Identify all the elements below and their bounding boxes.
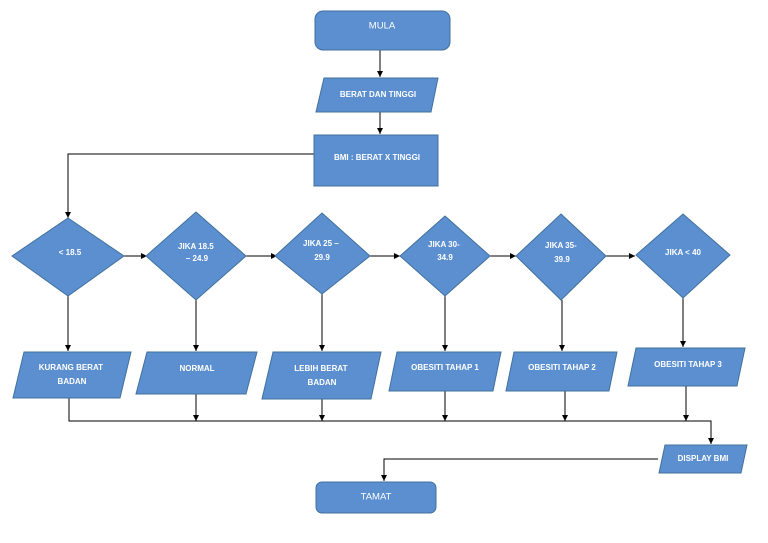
input-node: BERAT DAN TINGGI — [315, 77, 439, 113]
outcome-4-line-1: OBESITI TAHAP 1 — [411, 363, 479, 372]
edge-process-decision-1 — [65, 153, 314, 218]
decision-3-label: JIKA 25 – 29.9 — [303, 239, 341, 262]
outcome-2-label: NORMAL — [179, 364, 214, 373]
end-label: TAMAT — [361, 492, 392, 503]
outcome-5-label: OBESITI TAHAP 2 — [528, 363, 596, 372]
decision-5-line-1: JIKA 35- — [545, 241, 577, 250]
outcome-1-line-2: BADAN — [58, 377, 87, 386]
outcome-3: LEBIH BERAT BADAN — [261, 351, 382, 400]
decision-2-line-1: JIKA 18.5 — [178, 242, 214, 251]
decision-3-line-2: 29.9 — [314, 253, 330, 262]
outcome-4: OBESITI TAHAP 1 — [388, 351, 502, 392]
edges — [65, 50, 714, 481]
outcome-3-line-1: LEBIH BERAT — [294, 364, 347, 373]
outcome-4-label: OBESITI TAHAP 1 — [411, 363, 479, 372]
decision-5-label: JIKA 35- 39.9 — [545, 241, 579, 264]
decision-2-label: JIKA 18.5 – 24.9 — [178, 242, 216, 263]
edge-display-end — [381, 458, 658, 481]
outcome-2-line-1: NORMAL — [179, 364, 214, 373]
outcome-1-label: KURANG BERAT BADAN — [39, 363, 106, 386]
display-node: DISPLAY BMI — [658, 444, 748, 474]
outcome-1-line-1: KURANG BERAT — [39, 363, 103, 372]
end-node: TAMAT — [315, 481, 437, 514]
decision-3: JIKA 25 – 29.9 — [274, 212, 371, 295]
input-label: BERAT DAN TINGGI — [340, 90, 416, 99]
process-node: BMI : BERAT X TINGGI — [313, 134, 439, 187]
decision-4: JIKA 30- 34.9 — [399, 215, 491, 297]
decision-6-label: JIKA < 40 — [665, 248, 701, 257]
outcome-3-label: LEBIH BERAT BADAN — [294, 364, 349, 387]
outcome-6: OBESITI TAHAP 3 — [627, 347, 746, 387]
decision-1-label: < 18.5 — [59, 248, 82, 257]
decision-1-line-1: < 18.5 — [59, 248, 82, 257]
outcome-1: KURANG BERAT BADAN — [12, 351, 132, 399]
outcome-2: NORMAL — [135, 351, 258, 395]
decision-2: JIKA 18.5 – 24.9 — [145, 211, 247, 301]
outcome-5-line-1: OBESITI TAHAP 2 — [528, 363, 596, 372]
decision-4-line-2: 34.9 — [437, 253, 453, 262]
decision-5-line-2: 39.9 — [554, 255, 570, 264]
decision-3-line-1: JIKA 25 – — [303, 239, 339, 248]
decision-6-line-1: JIKA < 40 — [665, 248, 701, 257]
outcome-6-label: OBESITI TAHAP 3 — [654, 360, 722, 369]
display-label: DISPLAY BMI — [678, 454, 729, 463]
edge-merge-to-display — [68, 398, 714, 444]
process-label: BMI : BERAT X TINGGI — [334, 153, 420, 162]
decision-6: JIKA < 40 — [635, 213, 731, 299]
decision-1: < 18.5 — [11, 217, 125, 297]
start-label: MULA — [369, 21, 396, 32]
start-node: MULA — [314, 10, 451, 51]
decision-4-line-1: JIKA 30- — [428, 240, 460, 249]
decision-5: JIKA 35- 39.9 — [515, 213, 607, 301]
outcome-3-line-2: BADAN — [308, 378, 337, 387]
decision-4-label: JIKA 30- 34.9 — [428, 240, 462, 262]
outcome-6-line-1: OBESITI TAHAP 3 — [654, 360, 722, 369]
decision-2-line-2: – 24.9 — [186, 254, 209, 263]
outcome-5: OBESITI TAHAP 2 — [505, 351, 618, 392]
